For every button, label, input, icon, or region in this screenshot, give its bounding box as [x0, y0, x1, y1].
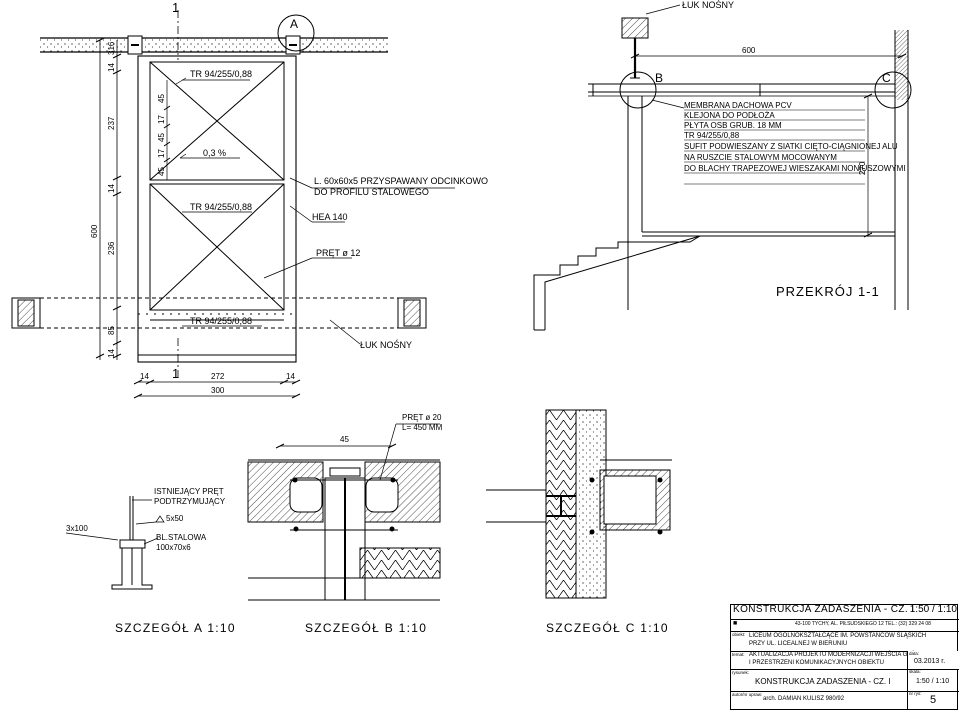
detail-a-line2: PODTRZYMUJĄCY [154, 497, 226, 506]
dim-left-3: 14 [107, 184, 116, 193]
dim-left-2: 237 [107, 116, 116, 130]
label-hea: HEA 140 [312, 212, 348, 222]
detail-a-plate2: 100x70x6 [156, 543, 191, 552]
dim-left-total: 600 [90, 224, 99, 238]
label-angle-1: L. 60x60x5 PRZYSPAWANY ODCINKOWO [314, 176, 488, 186]
dim-bottom-2: 14 [286, 372, 295, 381]
label-tr-1: TR 94/255/0,88 [190, 69, 252, 79]
node-a-label: A [290, 17, 298, 31]
layer-6: DO BLACHY TRAPEZOWEJ WIESZAKAMI NONIUSZO… [684, 164, 906, 173]
detail-b: 45 PRĘT ø 20 L= 450 MM SZCZEGÓŁ B 1:10 [247, 413, 443, 635]
detail-a-title: SZCZEGÓŁ A 1:10 [115, 620, 236, 635]
tb-scale-label: skala: [909, 669, 921, 674]
tb-drawing: KONSTRUKCJA ZADASZENIA - CZ. I [755, 677, 891, 686]
section-view: ŁUK NOŚNY 600 B C 270 [533, 0, 912, 331]
dim-left-4: 236 [107, 241, 116, 255]
detail-a-plate1: BL.STALOWA [156, 533, 207, 542]
detail-c-title: SZCZEGÓŁ C 1:10 [546, 620, 669, 635]
tb-scale-head: 1:50 / 1:10 [909, 604, 957, 615]
layer-1: KLEJONA DO PODŁOŻA [684, 111, 775, 120]
section-dim-270: 270 [858, 161, 867, 175]
label-tr-3: TR 94/255/0,88 [190, 316, 252, 326]
tb-author-label: autor/nr upraw: [732, 692, 763, 697]
plan-view: 1 1 A [11, 0, 488, 399]
dim-bottom-total: 300 [211, 386, 225, 395]
dim-detail-3: 17 [157, 149, 166, 158]
dim-detail-4: 45 [157, 167, 166, 176]
dim-left-5: 85 [107, 326, 116, 335]
tb-subject-1: AKTUALIZACJA PROJEKTU MODERNIZACJI WEJŚC… [749, 652, 939, 658]
dim-bottom-0: 14 [140, 372, 149, 381]
detail-c: SZCZEGÓŁ C 1:10 [486, 409, 672, 635]
layer-3: TR 94/255/0,88 [684, 131, 740, 140]
dim-left-0: 316 [107, 41, 116, 55]
tb-title: KONSTRUKCJA ZADASZENIA - CZ. I [733, 604, 915, 615]
tb-logo: ■ [733, 620, 738, 627]
node-c-label: C [882, 71, 891, 85]
tb-object-label: obiekt: [732, 632, 746, 637]
layer-5: NA RUSZCIE STALOWYM MOCOWANYM [684, 153, 837, 162]
axis-label-bottom: 1 [172, 366, 179, 381]
layer-list: MEMBRANA DACHOWA PCV KLEJONA DO PODŁOŻA … [651, 99, 906, 185]
axis-label-top: 1 [172, 0, 179, 15]
title-block: KONSTRUKCJA ZADASZENIA - CZ. I 1:50 / 1:… [730, 604, 959, 710]
tb-subject-label: temat: [732, 652, 745, 657]
detail-b-dim: 45 [340, 435, 349, 444]
top-beam [40, 38, 388, 52]
tb-object-2: PRZY UL. LICEALNEJ W BIERUNIU [749, 641, 848, 647]
detail-b-rod1: PRĘT ø 20 [402, 413, 442, 422]
detail-a: ISTNIEJĄCY PRĘT PODTRZYMUJĄCY 5x50 3x100… [65, 487, 236, 635]
dim-detail-2: 45 [157, 133, 166, 142]
dim-detail-0: 45 [157, 94, 166, 103]
dim-detail-1: 17 [157, 115, 166, 124]
label-tr-2: TR 94/255/0,88 [190, 202, 252, 212]
detail-a-line1: ISTNIEJĄCY PRĘT [154, 487, 224, 496]
plan-frame [137, 55, 297, 363]
tb-object-1: LICEUM OGÓLNOKSZTAŁCĄCE IM. POWSTAŃCÓW Ś… [749, 633, 927, 639]
tb-number: 5 [930, 694, 937, 706]
detail-b-title: SZCZEGÓŁ B 1:10 [305, 620, 427, 635]
tb-scale: 1:50 / 1:10 [916, 678, 950, 685]
detail-b-rod2: L= 450 MM [402, 423, 443, 432]
layer-4: SUFIT PODWIESZANY Z SIATKI CIĘTO-CIĄGNIO… [684, 142, 898, 151]
tb-drawing-label: rysunek: [732, 670, 750, 675]
node-b-label: B [655, 71, 663, 85]
layer-2: PŁYTA OSB GRUB. 18 MM [684, 121, 782, 130]
section-dim-600: 600 [742, 46, 756, 55]
label-arch: ŁUK NOŚNY [360, 339, 412, 350]
label-slope: 0,3 % [203, 148, 226, 158]
label-angle-2: DO PROFILU STALOWEGO [314, 187, 429, 197]
detail-a-weld1: 5x50 [166, 514, 184, 523]
tb-number-label: nr rys: [909, 691, 922, 696]
label-rod: PRĘT ø 12 [316, 248, 360, 258]
tb-date-label: data: [909, 651, 920, 656]
dim-left-1: 14 [107, 63, 116, 72]
tb-date: 03.2013 r. [914, 658, 946, 665]
tb-subject-2: I PRZESTRZENI KOMUNIKACYJNYCH OBIEKTU [749, 660, 885, 666]
section-arch-label: ŁUK NOŚNY [682, 0, 734, 10]
detail-a-weld2: 3x100 [66, 524, 88, 533]
tb-author: arch. DAMIAN KULISZ 980/92 [763, 696, 845, 702]
layer-0: MEMBRANA DACHOWA PCV [684, 101, 792, 110]
tb-firm: 43-100 TYCHY, AL. PIŁSUDSKIEGO 12 TEL.: … [795, 621, 931, 627]
dim-left-6: 14 [107, 349, 116, 358]
dim-bottom-1: 272 [211, 372, 225, 381]
section-title: PRZEKRÓJ 1-1 [776, 284, 880, 299]
